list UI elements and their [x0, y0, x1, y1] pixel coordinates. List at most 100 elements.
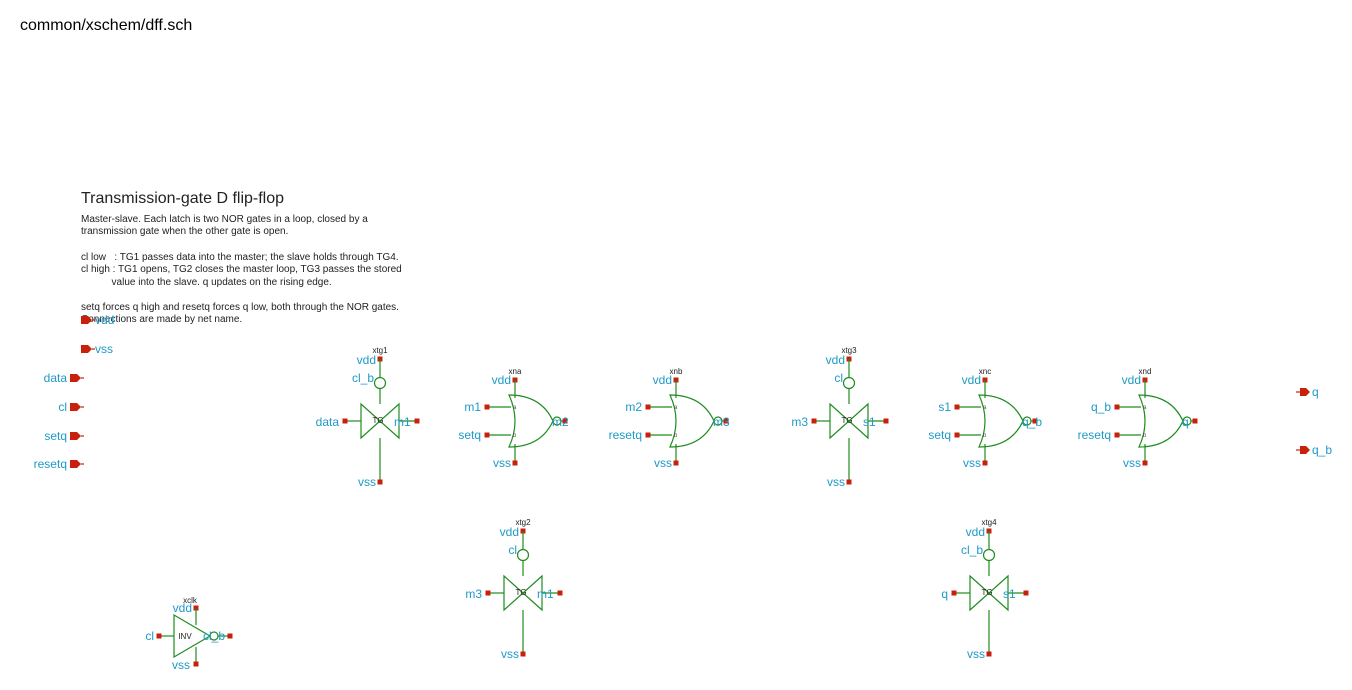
pin: [512, 460, 518, 466]
pin: [193, 661, 199, 667]
port-marker: [1300, 388, 1310, 396]
input-port-resetq: resetq: [34, 457, 84, 471]
note-line: value into the slave. q updates on the r…: [81, 276, 332, 288]
pin-letter: b: [983, 433, 987, 439]
instance-name: xnd: [1139, 367, 1152, 376]
port-marker: [81, 316, 92, 324]
net-label: cl: [145, 629, 154, 643]
port-label: q: [1312, 385, 1319, 399]
pin: [883, 418, 889, 424]
instance-name: xtg3: [841, 346, 857, 355]
pin: [951, 590, 957, 596]
input-port-cl: cl: [58, 400, 84, 414]
schematic-notes: Transmission-gate D flip-flop Master-sla…: [81, 190, 402, 327]
pin-letter: a: [983, 405, 987, 411]
pin: [811, 418, 817, 424]
net-label: s1: [863, 415, 876, 429]
net-label: vss: [358, 475, 376, 489]
input-port-setq: setq: [44, 429, 84, 443]
net-label: cl_b: [961, 543, 983, 557]
input-port-vss: vss: [81, 342, 113, 356]
instance-name: xtg4: [981, 518, 997, 527]
port-marker: [70, 403, 81, 411]
net-label: vdd: [173, 601, 192, 615]
pin: [484, 432, 490, 438]
net-label: m2: [552, 415, 569, 429]
nor-body: [1138, 394, 1184, 448]
port-marker: [70, 432, 81, 440]
net-label: vss: [654, 456, 672, 470]
port-label: q_b: [1312, 443, 1332, 457]
pin: [846, 479, 852, 485]
pin: [954, 404, 960, 410]
pin: [156, 633, 162, 639]
nor-body: [508, 394, 554, 448]
port-label: data: [44, 371, 68, 385]
net-label: q_b: [1022, 415, 1042, 429]
pin: [986, 651, 992, 657]
instance-name: xnb: [670, 367, 683, 376]
pin: [1192, 418, 1198, 424]
symbol-label: TG: [515, 588, 526, 597]
net-label: m1: [464, 400, 481, 414]
pin: [645, 404, 651, 410]
net-label: m3: [465, 587, 482, 601]
net-label: cl: [834, 371, 843, 385]
pin: [982, 460, 988, 466]
net-label: vdd: [500, 525, 519, 539]
net-label: q: [1182, 415, 1189, 429]
pin: [377, 479, 383, 485]
net-label: m3: [791, 415, 808, 429]
nor-body: [669, 394, 715, 448]
pin-letter: a: [1143, 405, 1147, 411]
symbol-label: INV: [178, 632, 192, 641]
net-label: resetq: [609, 428, 642, 442]
net-label: q_b: [1091, 400, 1111, 414]
instance-name: xclk: [183, 596, 198, 605]
net-label: vdd: [653, 373, 672, 387]
instance-name: xtg2: [515, 518, 531, 527]
net-label: vss: [827, 475, 845, 489]
port-label: resetq: [34, 457, 67, 471]
pin: [1114, 404, 1120, 410]
nor-body: [978, 394, 1024, 448]
port-label: vdd: [95, 313, 114, 327]
pin: [723, 418, 729, 424]
net-label: vss: [501, 647, 519, 661]
note-line: Master-slave. Each latch is two NOR gate…: [81, 214, 368, 225]
net-label: cl: [508, 543, 517, 557]
symbol-label: TG: [372, 416, 383, 425]
net-label: vss: [493, 456, 511, 470]
symbol-label: TG: [981, 588, 992, 597]
port-label: cl: [58, 400, 67, 414]
pin-letter: b: [513, 433, 517, 439]
pin: [484, 404, 490, 410]
pin: [520, 651, 526, 657]
port-marker: [70, 374, 81, 382]
net-label: vdd: [966, 525, 985, 539]
pin: [557, 590, 563, 596]
pin: [485, 590, 491, 596]
port-marker: [70, 460, 81, 468]
pin: [227, 633, 233, 639]
bubble: [842, 376, 856, 390]
net-label: vdd: [962, 373, 981, 387]
pin: [1114, 432, 1120, 438]
note-line: transmission gate when the other gate is…: [81, 226, 289, 238]
port-marker: [1300, 446, 1310, 454]
net-label: vss: [1123, 456, 1141, 470]
net-label: s1: [938, 400, 951, 414]
net-label: cl_b: [203, 629, 225, 643]
instance-name: xnc: [979, 367, 991, 376]
pin: [673, 460, 679, 466]
net-label: q: [941, 587, 948, 601]
port-marker: [81, 345, 92, 353]
output-port-q_b: q_b: [1296, 443, 1332, 457]
net-label: s1: [1003, 587, 1016, 601]
